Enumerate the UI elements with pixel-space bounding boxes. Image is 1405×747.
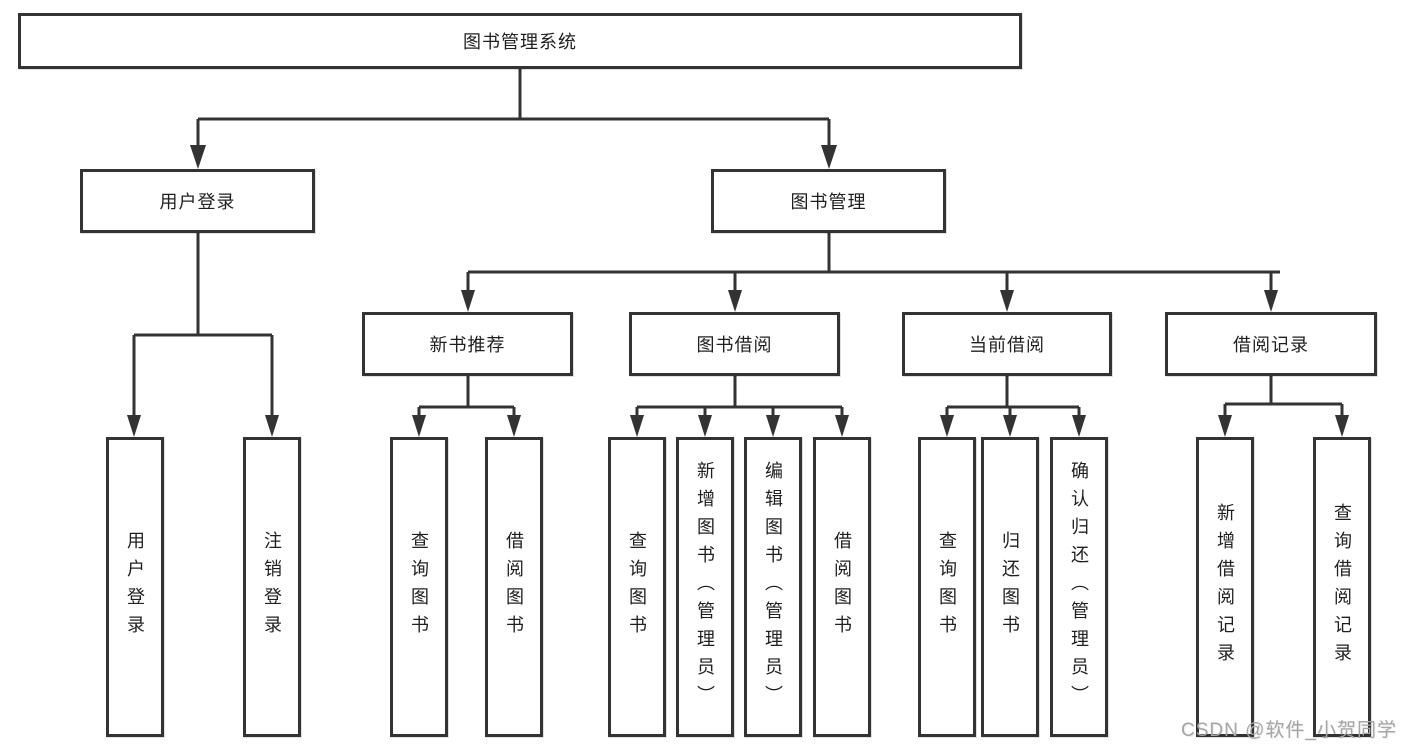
node-label: 查询图书 — [627, 531, 647, 643]
node-leaf-logout: 注销登录 — [243, 437, 301, 737]
node-book-management-branch: 图书管理 — [711, 169, 946, 233]
arrowhead-icon — [1003, 415, 1017, 437]
node-leaf-query-books-recommend: 查询图书 — [390, 437, 448, 737]
arrowhead-icon — [1072, 415, 1086, 437]
node-label: 新增图书（管理员） — [695, 461, 715, 713]
node-leaf-add-books-admin: 新增图书（管理员） — [676, 437, 734, 737]
node-leaf-add-borrow-record: 新增借阅记录 — [1196, 437, 1254, 737]
node-label: 查询图书 — [409, 531, 429, 643]
node-leaf-query-books-borrow: 查询图书 — [608, 437, 666, 737]
node-borrowing-records: 借阅记录 — [1165, 312, 1377, 376]
node-label: 编辑图书（管理员） — [763, 461, 783, 713]
arrowhead-icon — [630, 415, 644, 437]
arrowhead-icon — [835, 415, 849, 437]
node-label: 图书管理系统 — [463, 32, 577, 52]
node-leaf-query-borrow-record: 查询借阅记录 — [1313, 437, 1371, 737]
node-label: 确认归还（管理员） — [1069, 461, 1089, 713]
node-leaf-confirm-return-admin: 确认归还（管理员） — [1050, 437, 1108, 737]
arrowhead-icon — [507, 415, 521, 437]
node-label: 借阅图书 — [504, 531, 524, 643]
arrowhead-icon — [127, 415, 141, 437]
arrowhead-icon — [265, 415, 279, 437]
node-label: 新增借阅记录 — [1215, 503, 1235, 671]
node-library-management-system: 图书管理系统 — [18, 13, 1022, 69]
arrowhead-icon — [821, 145, 837, 169]
node-label: 查询图书 — [937, 531, 957, 643]
node-leaf-query-books-current: 查询图书 — [918, 437, 976, 737]
node-book-borrowing: 图书借阅 — [629, 312, 840, 376]
node-label: 新书推荐 — [429, 335, 506, 355]
node-leaf-borrow-books: 借阅图书 — [813, 437, 871, 737]
arrowhead-icon — [1000, 290, 1014, 312]
node-label: 用户登录 — [159, 192, 236, 212]
arrowhead-icon — [940, 415, 954, 437]
watermark: CSDN @软件_小贺同学 — [1181, 720, 1397, 741]
arrowhead-icon — [1218, 415, 1232, 437]
node-label: 查询借阅记录 — [1332, 503, 1352, 671]
arrowhead-icon — [1335, 415, 1349, 437]
node-label: 借阅记录 — [1233, 335, 1309, 355]
node-label: 当前借阅 — [969, 335, 1045, 355]
node-label: 借阅图书 — [832, 531, 852, 643]
node-user-login-branch: 用户登录 — [80, 169, 315, 233]
node-new-book-recommendation: 新书推荐 — [362, 312, 573, 376]
node-label: 用户登录 — [125, 531, 145, 643]
node-leaf-borrow-books-recommend: 借阅图书 — [485, 437, 543, 737]
node-leaf-edit-books-admin: 编辑图书（管理员） — [744, 437, 802, 737]
arrowhead-icon — [698, 415, 712, 437]
node-leaf-return-books: 归还图书 — [981, 437, 1039, 737]
arrowhead-icon — [190, 145, 206, 169]
node-label: 注销登录 — [262, 531, 282, 643]
node-label: 图书管理 — [790, 192, 867, 212]
node-leaf-user-login: 用户登录 — [106, 437, 164, 737]
arrowhead-icon — [766, 415, 780, 437]
node-current-borrowing: 当前借阅 — [902, 312, 1112, 376]
arrowhead-icon — [412, 415, 426, 437]
arrowhead-icon — [1264, 290, 1278, 312]
arrowhead-icon — [728, 290, 742, 312]
arrowhead-icon — [461, 290, 475, 312]
node-label: 图书借阅 — [696, 335, 773, 355]
node-label: 归还图书 — [1000, 531, 1020, 643]
